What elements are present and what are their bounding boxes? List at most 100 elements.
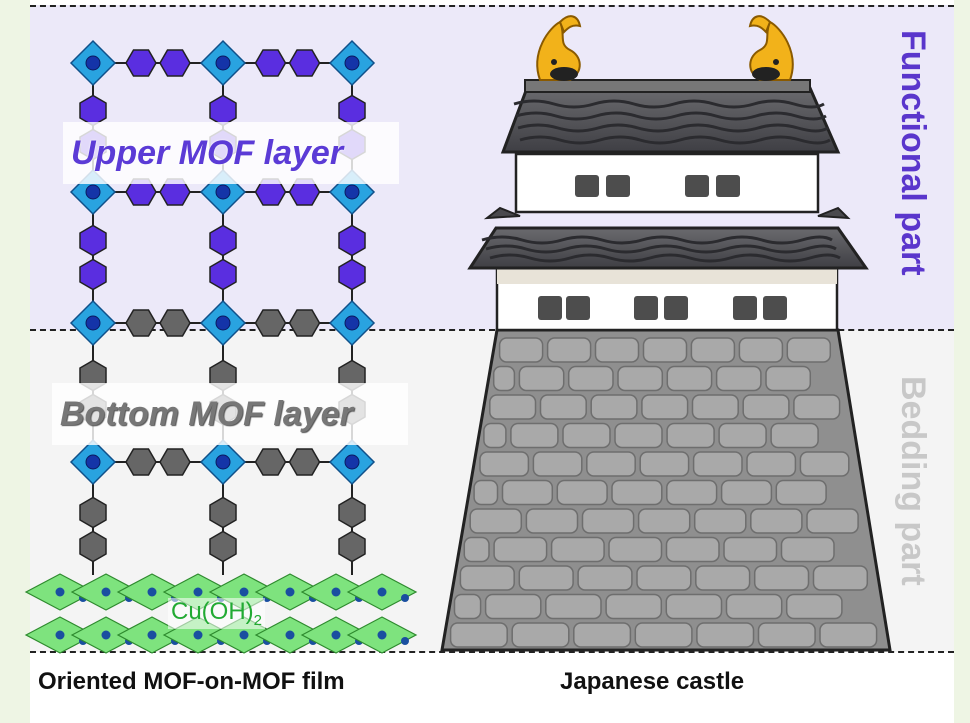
stone-block — [786, 337, 832, 363]
castle-window — [606, 175, 630, 197]
upper-linker — [79, 224, 107, 257]
substrate-atom — [147, 587, 157, 597]
stone-block — [696, 622, 755, 648]
stone-block — [518, 365, 565, 392]
roof-corner-left — [483, 206, 521, 220]
substrate-atom — [193, 630, 203, 640]
mof-film-caption: Oriented MOF-on-MOF film — [38, 668, 345, 695]
stone-block — [636, 565, 692, 591]
metal-center — [85, 315, 101, 331]
stone-block — [550, 536, 605, 563]
metal-center — [215, 315, 231, 331]
substrate-atom — [193, 587, 203, 597]
substrate-atom — [147, 630, 157, 640]
roof-tile-row — [489, 253, 841, 263]
roof-ridge — [524, 79, 811, 93]
stone-block — [770, 422, 819, 449]
stone-block — [611, 479, 663, 506]
stone-block — [453, 593, 482, 620]
substrate-subscript: 2 — [253, 611, 263, 629]
stone-block — [715, 365, 762, 392]
stone-block — [546, 337, 592, 363]
castle-window — [733, 296, 757, 320]
golden-shachihoko-ornament — [748, 15, 794, 81]
stone-block — [690, 337, 736, 363]
stone-block — [691, 394, 739, 420]
upper-linker — [79, 258, 107, 291]
stone-block — [750, 508, 803, 534]
stone-block — [459, 565, 515, 591]
substrate-atom — [377, 587, 387, 597]
stone-block — [637, 508, 691, 534]
ornament-body — [749, 20, 794, 81]
metal-center — [85, 454, 101, 470]
bottom-dashed-line — [30, 651, 954, 653]
bottom-linker — [254, 309, 287, 337]
castle-window — [566, 296, 590, 320]
stone-block — [723, 536, 778, 563]
stone-block — [493, 536, 548, 563]
stone-block — [757, 622, 816, 648]
stone-block — [562, 422, 611, 449]
roof-tile-row — [519, 135, 831, 145]
bottom-linker — [288, 448, 321, 476]
ornament-tail — [748, 15, 772, 34]
metal-center — [344, 184, 360, 200]
substrate-atom — [285, 587, 295, 597]
castle-window — [664, 296, 688, 320]
metal-center — [344, 55, 360, 71]
castle-window — [685, 175, 709, 197]
substrate-atom — [377, 630, 387, 640]
upper-storey-wall — [514, 152, 820, 214]
stone-block — [498, 337, 544, 363]
metal-center — [85, 55, 101, 71]
stone-block — [594, 337, 640, 363]
stone-block — [666, 422, 715, 449]
stone-block — [532, 451, 583, 477]
stone-block — [746, 451, 797, 477]
stone-block — [806, 508, 859, 534]
stone-block — [775, 479, 827, 506]
bottom-linker — [288, 309, 321, 337]
bottom-linker — [125, 448, 157, 476]
bottom-linker — [125, 309, 157, 337]
metal-center — [215, 454, 231, 470]
metal-center — [344, 454, 360, 470]
stone-block — [666, 479, 718, 506]
stone-block — [666, 365, 713, 392]
bottom-linker — [159, 448, 191, 476]
stone-block — [718, 422, 767, 449]
substrate-atom — [239, 587, 249, 597]
stone-block — [738, 337, 784, 363]
stone-block — [819, 622, 878, 648]
castle-caption: Japanese castle — [560, 668, 745, 695]
stone-block — [518, 565, 574, 591]
stone-block — [614, 422, 663, 449]
upper-linker — [288, 49, 321, 77]
stone-block — [692, 451, 743, 477]
castle-window — [634, 296, 658, 320]
stone-block — [725, 593, 783, 620]
substrate-atom — [401, 594, 409, 602]
roof-tile-row — [517, 123, 829, 133]
stone-block — [742, 394, 790, 420]
bottom-linker — [254, 448, 287, 476]
stone-block — [577, 565, 633, 591]
stone-block — [463, 536, 490, 563]
stone-block — [511, 622, 570, 648]
ornament-body — [536, 20, 581, 81]
stone-block — [510, 422, 559, 449]
stone-block — [780, 536, 835, 563]
castle-window — [716, 175, 740, 197]
substrate-atom — [331, 587, 341, 597]
substrate-atom — [401, 637, 409, 645]
stone-block — [473, 479, 499, 506]
substrate-atom — [101, 587, 111, 597]
stone-block — [573, 622, 632, 648]
upper-linker — [209, 224, 237, 257]
stone-block — [812, 565, 869, 591]
stone-block — [545, 593, 602, 620]
stone-block — [634, 622, 693, 648]
substrate-atom — [285, 630, 295, 640]
